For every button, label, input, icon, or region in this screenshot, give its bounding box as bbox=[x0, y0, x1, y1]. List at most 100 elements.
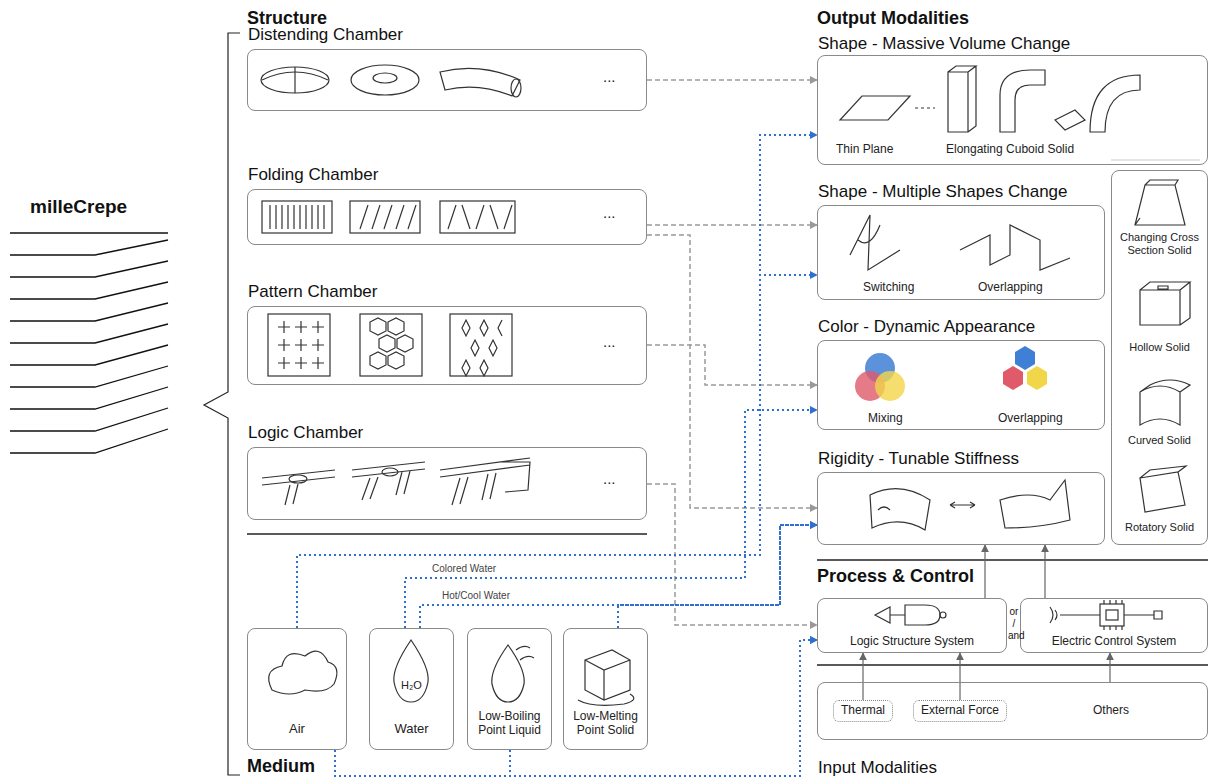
box-heading: Pattern Chamber bbox=[248, 282, 377, 302]
section-heading: milleCrepe bbox=[30, 196, 127, 218]
chamber-box: H₂O Water bbox=[369, 628, 454, 750]
folding-icons bbox=[262, 201, 515, 233]
chamber-box: Color - Dynamic AppearanceMixingOverlapp… bbox=[817, 340, 1105, 430]
box-heading: Shape - Massive Volume Change bbox=[818, 34, 1070, 54]
connector bbox=[647, 345, 817, 385]
chamber-box: Air bbox=[247, 628, 347, 750]
box-text: Overlapping bbox=[998, 411, 1063, 425]
connector bbox=[420, 525, 817, 628]
crepe-layer bbox=[10, 345, 168, 365]
input-tag: External Force bbox=[913, 700, 1007, 722]
box-text: ... bbox=[603, 68, 616, 86]
color-icons bbox=[855, 346, 1047, 401]
box-heading: Input Modalities bbox=[818, 758, 937, 778]
chamber-box: Shape - Multiple Shapes ChangeSwitchingO… bbox=[817, 205, 1105, 300]
distending-icons bbox=[261, 65, 521, 97]
box-text: Switching bbox=[863, 280, 914, 294]
chamber-box: Low-Melting Point Solid bbox=[563, 628, 648, 750]
crepe-layer bbox=[10, 232, 168, 233]
connector bbox=[1109, 653, 1110, 682]
connector bbox=[647, 79, 817, 81]
layer-stack bbox=[10, 233, 168, 453]
box-text: Electric Control System bbox=[1022, 634, 1206, 648]
section-heading: Structure bbox=[247, 8, 327, 29]
connector bbox=[1044, 545, 1045, 598]
bracket bbox=[204, 33, 240, 775]
section-heading: Output Modalities bbox=[817, 8, 969, 29]
crepe-layer bbox=[10, 429, 168, 453]
crepe-layer bbox=[10, 408, 168, 431]
connector bbox=[647, 235, 817, 508]
box-text: Logic Structure System bbox=[819, 634, 1005, 648]
box-heading: Logic Chamber bbox=[248, 423, 363, 443]
operator-note: or / and bbox=[1008, 606, 1020, 642]
chamber-box: Low-Boiling Point Liquid bbox=[467, 628, 552, 750]
chamber-box: Rigidity - Tunable Stiffness bbox=[817, 472, 1105, 545]
chamber-box: Changing Cross Section SolidHollow Solid… bbox=[1111, 170, 1208, 545]
crepe-layer bbox=[10, 282, 168, 299]
box-text: External Force bbox=[921, 703, 999, 717]
chamber-box: Electric Control System bbox=[1020, 598, 1208, 653]
process-icons bbox=[875, 600, 1162, 630]
crepe-layer bbox=[10, 240, 168, 255]
box-text: Low-Melting Point Solid bbox=[566, 709, 646, 738]
connector bbox=[647, 224, 817, 226]
logic-chamber-icons bbox=[262, 458, 530, 505]
rigidity-icons bbox=[870, 480, 1070, 530]
box-text: Elongating Cuboid Solid bbox=[946, 142, 1074, 156]
connector bbox=[959, 653, 960, 700]
connector bbox=[297, 135, 817, 628]
input-tag: Thermal bbox=[833, 700, 893, 722]
shape-volume-icons bbox=[840, 66, 1140, 132]
connector bbox=[297, 275, 817, 628]
box-heading: Distending Chamber bbox=[248, 25, 403, 45]
chamber-box: Pattern Chamber... bbox=[247, 306, 647, 385]
connector bbox=[647, 484, 817, 625]
separator bbox=[817, 559, 1208, 561]
box-text: Thermal bbox=[841, 703, 885, 717]
box-heading: Color - Dynamic Appearance bbox=[818, 317, 1035, 337]
crepe-layer bbox=[10, 303, 168, 321]
edge-label: Hot/Cool Water bbox=[440, 590, 512, 601]
connector bbox=[862, 653, 863, 700]
connector bbox=[510, 640, 817, 776]
connector bbox=[335, 640, 817, 776]
box-text: Low-Boiling Point Liquid bbox=[470, 709, 550, 738]
box-text: Hollow Solid bbox=[1113, 341, 1206, 354]
box-text: Rotatory Solid bbox=[1113, 521, 1206, 534]
box-text: ... bbox=[603, 333, 616, 351]
box-heading: Shape - Multiple Shapes Change bbox=[818, 182, 1068, 202]
chamber-box: Folding Chamber... bbox=[247, 189, 647, 245]
chamber-box: Logic Structure System bbox=[817, 598, 1007, 653]
box-text: Others bbox=[1093, 703, 1129, 717]
chamber-box: Input ModalitiesOthersThermalExternal Fo… bbox=[817, 682, 1208, 740]
crepe-layer bbox=[10, 324, 168, 343]
connector bbox=[984, 545, 985, 598]
box-heading: Folding Chamber bbox=[248, 165, 378, 185]
crepe-layer bbox=[10, 387, 168, 409]
separator bbox=[247, 533, 647, 535]
section-heading: Process & Control bbox=[817, 566, 974, 587]
box-text: H₂O bbox=[382, 679, 442, 692]
multiple-shape-icons bbox=[850, 215, 1070, 270]
chamber-box: Distending Chamber... bbox=[247, 49, 647, 111]
box-text: Thin Plane bbox=[836, 142, 893, 156]
separator bbox=[1111, 159, 1200, 160]
edge-label: Colored Water bbox=[430, 563, 498, 574]
box-heading: Rigidity - Tunable Stiffness bbox=[818, 449, 1019, 469]
pattern-icons bbox=[268, 314, 512, 376]
crepe-layer bbox=[10, 366, 168, 387]
box-text: Mixing bbox=[868, 411, 903, 425]
connector bbox=[405, 410, 817, 628]
separator bbox=[817, 664, 1208, 666]
chamber-box: Shape - Massive Volume ChangeThin PlaneE… bbox=[817, 55, 1208, 165]
connector bbox=[618, 525, 817, 628]
medium-icons bbox=[269, 640, 634, 705]
box-text: Air bbox=[252, 721, 342, 737]
section-heading: Medium bbox=[247, 756, 315, 777]
box-text: Water bbox=[372, 721, 452, 737]
box-text: ... bbox=[603, 470, 616, 488]
